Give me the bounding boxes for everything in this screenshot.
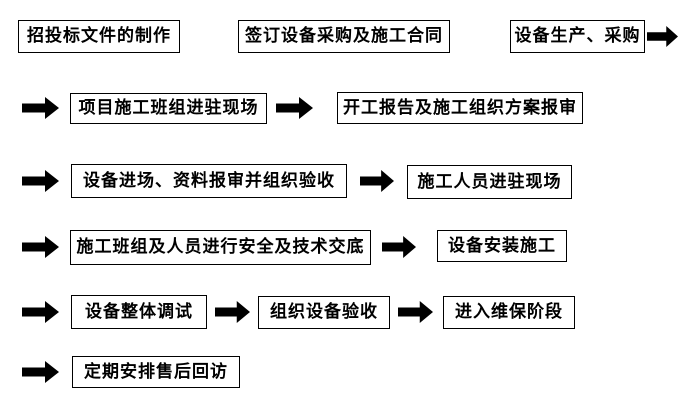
flow-node-label: 设备安装施工 [448, 235, 556, 256]
flow-node-7: 施工人员进驻现场 [407, 165, 572, 199]
flow-node-label: 招投标文件的制作 [27, 26, 171, 46]
flow-node-8: 施工班组及人员进行安全及技术交底 [70, 230, 371, 265]
right-arrow-icon [22, 170, 59, 192]
flow-node-label: 施工人员进驻现场 [417, 171, 562, 192]
right-arrow-icon [22, 361, 59, 383]
right-arrow-icon [22, 301, 59, 323]
flow-node-12: 进入维保阶段 [443, 296, 575, 329]
flow-node-5: 开工报告及施工组织方案报审 [337, 92, 583, 124]
flow-node-label: 签订设备采购及施工合同 [245, 26, 443, 46]
right-arrow-icon [276, 97, 313, 119]
flow-arrow-11 [22, 361, 59, 383]
flow-node-label: 开工报告及施工组织方案报审 [343, 97, 577, 118]
flow-node-label: 定期安排售后回访 [84, 361, 228, 382]
flow-node-1: 招投标文件的制作 [18, 20, 180, 53]
flow-arrow-2 [22, 97, 59, 119]
right-arrow-icon [398, 301, 433, 323]
flow-node-13: 定期安排售后回访 [72, 356, 240, 388]
flow-node-10: 设备整体调试 [71, 295, 207, 329]
flow-arrow-10 [398, 301, 433, 323]
flow-node-4: 项目施工班组进驻现场 [70, 93, 267, 124]
flow-arrow-9 [215, 301, 250, 323]
flow-arrow-4 [22, 170, 59, 192]
flow-node-6: 设备进场、资料报审并组织验收 [71, 164, 347, 198]
flow-node-2: 签订设备采购及施工合同 [238, 20, 450, 53]
flow-node-label: 设备进场、资料报审并组织验收 [83, 170, 335, 191]
right-arrow-icon [360, 170, 394, 192]
flow-node-label: 进入维保阶段 [455, 302, 563, 322]
flow-node-label: 设备生产、采购 [514, 26, 641, 46]
flow-arrow-1 [647, 26, 678, 47]
flow-node-label: 组织设备验收 [270, 302, 378, 322]
right-arrow-icon [215, 301, 250, 323]
flow-node-3: 设备生产、采购 [510, 20, 645, 53]
flow-node-11: 组织设备验收 [258, 296, 390, 329]
right-arrow-icon [647, 26, 678, 47]
flow-node-9: 设备安装施工 [437, 230, 567, 262]
flow-node-label: 项目施工班组进驻现场 [78, 98, 259, 118]
flow-arrow-7 [382, 236, 416, 258]
flow-node-label: 施工班组及人员进行安全及技术交底 [76, 237, 365, 257]
flow-arrow-8 [22, 301, 59, 323]
flow-node-label: 设备整体调试 [85, 301, 193, 322]
right-arrow-icon [382, 236, 416, 258]
flow-arrow-5 [360, 170, 394, 192]
flow-arrow-6 [22, 236, 59, 258]
flow-arrow-3 [276, 97, 313, 119]
right-arrow-icon [22, 236, 59, 258]
right-arrow-icon [22, 97, 59, 119]
